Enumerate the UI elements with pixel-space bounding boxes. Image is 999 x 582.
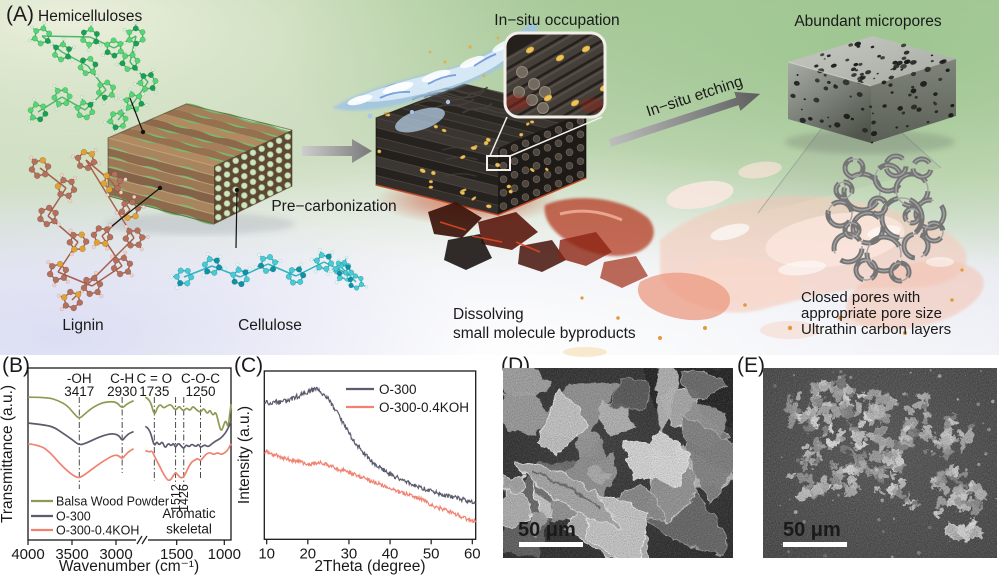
dissolving-label-line1: Dissolving bbox=[453, 306, 524, 323]
pre-carbonization-label: Pre−carbonization bbox=[271, 198, 396, 215]
scale-bar-d bbox=[519, 542, 583, 547]
abundant-micropores-label: Abundant micropores bbox=[794, 13, 942, 30]
svg-text:3417: 3417 bbox=[64, 384, 94, 399]
svg-text:1250: 1250 bbox=[185, 384, 215, 399]
closed-pores-line3: Ultrathin carbon layers bbox=[801, 321, 951, 338]
panel-c-xlabel: 2Theta (degree) bbox=[314, 558, 425, 575]
scale-bar-e bbox=[783, 542, 847, 547]
panel-b-label: (B) bbox=[2, 354, 30, 377]
cellulose-label: Cellulose bbox=[238, 317, 302, 334]
panel-b-ylabel: Transmittance (a.u.) bbox=[0, 385, 16, 523]
hemicelluloses-label: Hemicelluloses bbox=[38, 8, 142, 25]
panel-b-xlabel: Wavenumber (cm⁻¹) bbox=[59, 558, 199, 575]
panel-c-ylabel: Intensity (a.u.) bbox=[236, 406, 253, 504]
svg-text:O-300-0.4KOH: O-300-0.4KOH bbox=[56, 524, 139, 538]
svg-text:O-300: O-300 bbox=[379, 382, 417, 397]
svg-text:O-300-0.4KOH: O-300-0.4KOH bbox=[379, 400, 469, 415]
svg-text:O-300: O-300 bbox=[56, 510, 91, 524]
panel-e-sem-image: 50 μm bbox=[763, 368, 997, 558]
svg-text:Aromatic: Aromatic bbox=[162, 506, 216, 521]
scale-bar-label-e: 50 μm bbox=[783, 519, 841, 541]
in-situ-occupation-label: In−situ occupation bbox=[494, 12, 619, 29]
panel-e-label: (E) bbox=[737, 354, 765, 377]
svg-text:10: 10 bbox=[258, 545, 275, 562]
svg-text:1735: 1735 bbox=[139, 384, 169, 399]
svg-text:4000: 4000 bbox=[11, 546, 44, 563]
panel-c-label: (C) bbox=[234, 354, 263, 377]
svg-text:60: 60 bbox=[464, 545, 481, 562]
svg-text:skeletal: skeletal bbox=[166, 522, 212, 537]
lignin-label: Lignin bbox=[62, 317, 103, 334]
dissolving-label-line2: small molecule byproducts bbox=[453, 325, 636, 342]
panel-d-sem-image: 50 μm bbox=[492, 356, 743, 573]
svg-text:Balsa Wood Powder: Balsa Wood Powder bbox=[56, 495, 169, 509]
svg-text:2930: 2930 bbox=[107, 384, 137, 399]
closed-pores-line2: appropriate pore size bbox=[801, 305, 942, 322]
closed-pores-line1: Closed pores with bbox=[801, 289, 920, 306]
scale-bar-label-d: 50 μm bbox=[518, 519, 576, 541]
svg-text:1000: 1000 bbox=[208, 546, 241, 563]
panel-a-label: (A) bbox=[6, 3, 34, 26]
panel-a-schematic: (A) Hemicelluloses Lignin Cellulose Pre−… bbox=[0, 0, 999, 357]
